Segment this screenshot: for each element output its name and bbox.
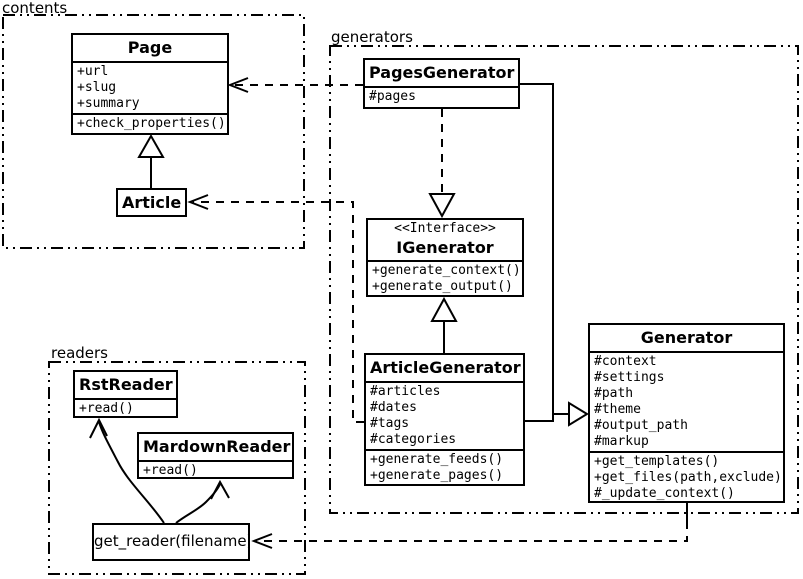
package-label-contents: contents xyxy=(2,0,68,17)
class-igenerator-methods: +generate_context() +generate_output() xyxy=(368,260,522,295)
class-rstreader-title: RstReader xyxy=(79,375,173,394)
attribute-row: +url xyxy=(77,64,109,79)
class-generator-attributes: #context #settings #path #theme #output_… xyxy=(590,351,783,451)
package-frame-generators xyxy=(329,45,799,514)
class-page: Page +url +slug +summary +check_properti… xyxy=(71,33,229,135)
attribute-row: #theme xyxy=(594,402,641,417)
edge-getreader-to-mardownreader xyxy=(175,483,221,524)
method-row: +get_files(path,exclude) xyxy=(594,470,782,485)
method-row: +generate_output() xyxy=(372,279,513,294)
arrowhead-mardownreader xyxy=(210,479,230,500)
class-articlegenerator-attributes: #articles #dates #tags #categories xyxy=(366,381,523,449)
inheritance-arrowhead-page xyxy=(137,133,165,158)
class-pagesgenerator: PagesGenerator #pages xyxy=(363,58,520,109)
class-mardownreader-methods: +read() xyxy=(139,460,292,478)
inheritance-arrowhead-generator xyxy=(568,401,589,427)
edge-generator-uses-getreader xyxy=(256,521,688,542)
class-article-title: Article xyxy=(122,193,182,212)
class-article: Article xyxy=(116,188,187,217)
class-articlegenerator-title: ArticleGenerator xyxy=(370,358,521,377)
arrowhead-rstreader xyxy=(89,417,108,439)
attribute-row: #path xyxy=(594,386,634,401)
class-generator-methods: +get_templates() +get_files(path,exclude… xyxy=(590,451,783,501)
method-row: +read() xyxy=(143,463,198,478)
class-igenerator-stereotype: <<Interface>> xyxy=(394,221,496,236)
function-get-reader: get_reader(filename) xyxy=(92,523,250,561)
attribute-row: #context xyxy=(594,354,657,369)
attribute-row: #tags xyxy=(370,416,410,431)
attribute-row: #markup xyxy=(594,434,649,449)
dependency-arrowhead-getreader xyxy=(251,533,273,549)
edge-getreader-to-rstreader xyxy=(98,421,165,524)
realization-arrowhead-igenerator xyxy=(428,193,456,219)
class-page-attributes: +url +slug +summary xyxy=(73,61,227,113)
package-label-readers: readers xyxy=(51,344,108,362)
class-page-methods: +check_properties() xyxy=(73,113,227,133)
class-rstreader: RstReader +read() xyxy=(73,370,178,418)
class-igenerator-title: IGenerator xyxy=(396,238,494,257)
method-row: +read() xyxy=(79,401,134,416)
package-frame-readers xyxy=(48,361,306,575)
class-igenerator-titleblock: <<Interface>> IGenerator xyxy=(368,220,522,260)
class-generator-title: Generator xyxy=(640,328,733,347)
attribute-row: #output_path xyxy=(594,418,688,433)
attribute-row: +slug xyxy=(77,80,117,95)
edge-articlegenerator-uses-article xyxy=(193,201,364,423)
attribute-row: #settings xyxy=(594,370,665,385)
class-mardownreader: MardownReader +read() xyxy=(137,432,294,479)
attribute-row: #categories xyxy=(370,432,457,447)
dependency-arrowhead-article xyxy=(187,194,209,210)
method-row: +check_properties() xyxy=(77,116,226,131)
class-rstreader-methods: +read() xyxy=(75,398,176,416)
method-row: +generate_context() xyxy=(372,263,521,278)
package-frame-contents xyxy=(2,14,305,249)
edge-generators-extend-generator xyxy=(520,83,554,422)
class-pagesgenerator-title: PagesGenerator xyxy=(369,63,515,82)
class-page-title: Page xyxy=(127,38,173,57)
method-row: #_update_context() xyxy=(594,486,735,501)
inheritance-arrowhead-igenerator xyxy=(430,296,458,322)
attribute-row: +summary xyxy=(77,96,140,111)
package-label-generators: generators xyxy=(331,28,413,46)
class-articlegenerator: ArticleGenerator #articles #dates #tags … xyxy=(364,353,525,486)
method-row: +get_templates() xyxy=(594,454,720,469)
class-articlegenerator-methods: +generate_feeds() +generate_pages() xyxy=(366,449,523,484)
attribute-row: #dates xyxy=(370,400,417,415)
class-mardownreader-title: MardownReader xyxy=(143,437,291,456)
method-row: +generate_feeds() xyxy=(370,452,504,467)
attribute-row: #articles xyxy=(370,384,441,399)
class-pagesgenerator-attributes: #pages xyxy=(365,86,518,106)
function-get-reader-label: get_reader(filename) xyxy=(94,532,250,550)
attribute-row: #pages xyxy=(369,89,416,104)
method-row: +generate_pages() xyxy=(370,468,504,483)
class-generator: Generator #context #settings #path #them… xyxy=(588,323,785,503)
class-igenerator: <<Interface>> IGenerator +generate_conte… xyxy=(366,218,524,297)
dependency-arrowhead-page xyxy=(227,77,249,93)
